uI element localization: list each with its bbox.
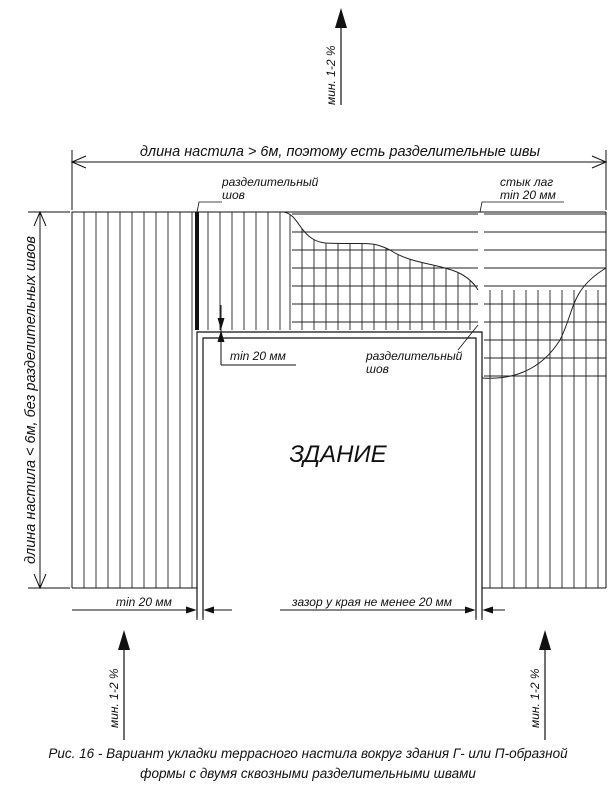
seam-mid-label-line1: разделительный xyxy=(365,349,463,363)
seam-top-leader xyxy=(196,201,222,213)
length-label-left: длина настила < 6м, без разделительных ш… xyxy=(23,236,39,564)
bottom-min-gap-label: min 20 мм xyxy=(116,595,172,609)
caption-line-2: формы с двумя сквозными разделительными … xyxy=(140,766,476,781)
slope-arrow-top xyxy=(335,8,347,105)
slope-arrow-bottom-left xyxy=(118,630,130,740)
edge-gap-label: зазор у края не менее 20 мм xyxy=(291,595,452,609)
length-dimension-top xyxy=(70,150,608,210)
length-dimension-left xyxy=(28,210,70,590)
seam-top-label-line1: разделительный xyxy=(221,175,319,189)
deck-outline xyxy=(71,211,607,589)
length-label-top: длина настила > 6м, поэтому есть раздели… xyxy=(140,144,541,160)
joist-joint-label-line2: min 20 мм xyxy=(500,188,556,202)
slope-label-bottom-right: мин. 1-2 % xyxy=(528,668,542,728)
seam-top-label-line2: шов xyxy=(222,188,245,202)
slope-arrow-bottom-right xyxy=(539,630,551,740)
right-board-transition-curve xyxy=(481,267,607,379)
slope-label-top: мин. 1-2 % xyxy=(324,45,338,105)
building-wall-lines xyxy=(196,331,483,618)
building-label: ЗДАНИЕ xyxy=(289,441,387,468)
decking-boards xyxy=(83,212,606,588)
building-outline xyxy=(199,330,482,618)
bottom-gap-dimensions xyxy=(72,590,505,620)
inner-gap-dimension xyxy=(217,305,296,366)
slope-label-bottom-left: мин. 1-2 % xyxy=(107,668,121,728)
seam-mid-label-line2: шов xyxy=(366,362,389,376)
joist-joint-leader xyxy=(479,201,564,213)
seam-mid-leader xyxy=(457,324,479,351)
separating-seam-thick xyxy=(195,212,199,330)
caption-line-1: Рис. 16 - Вариант укладки террасного нас… xyxy=(48,746,568,761)
figure-caption: Рис. 16 - Вариант укладки террасного нас… xyxy=(0,744,616,784)
top-board-transition-curve xyxy=(283,211,479,291)
inner-gap-label: min 20 мм xyxy=(230,349,286,363)
joist-joint-label-line1: стык лаг xyxy=(500,175,553,189)
